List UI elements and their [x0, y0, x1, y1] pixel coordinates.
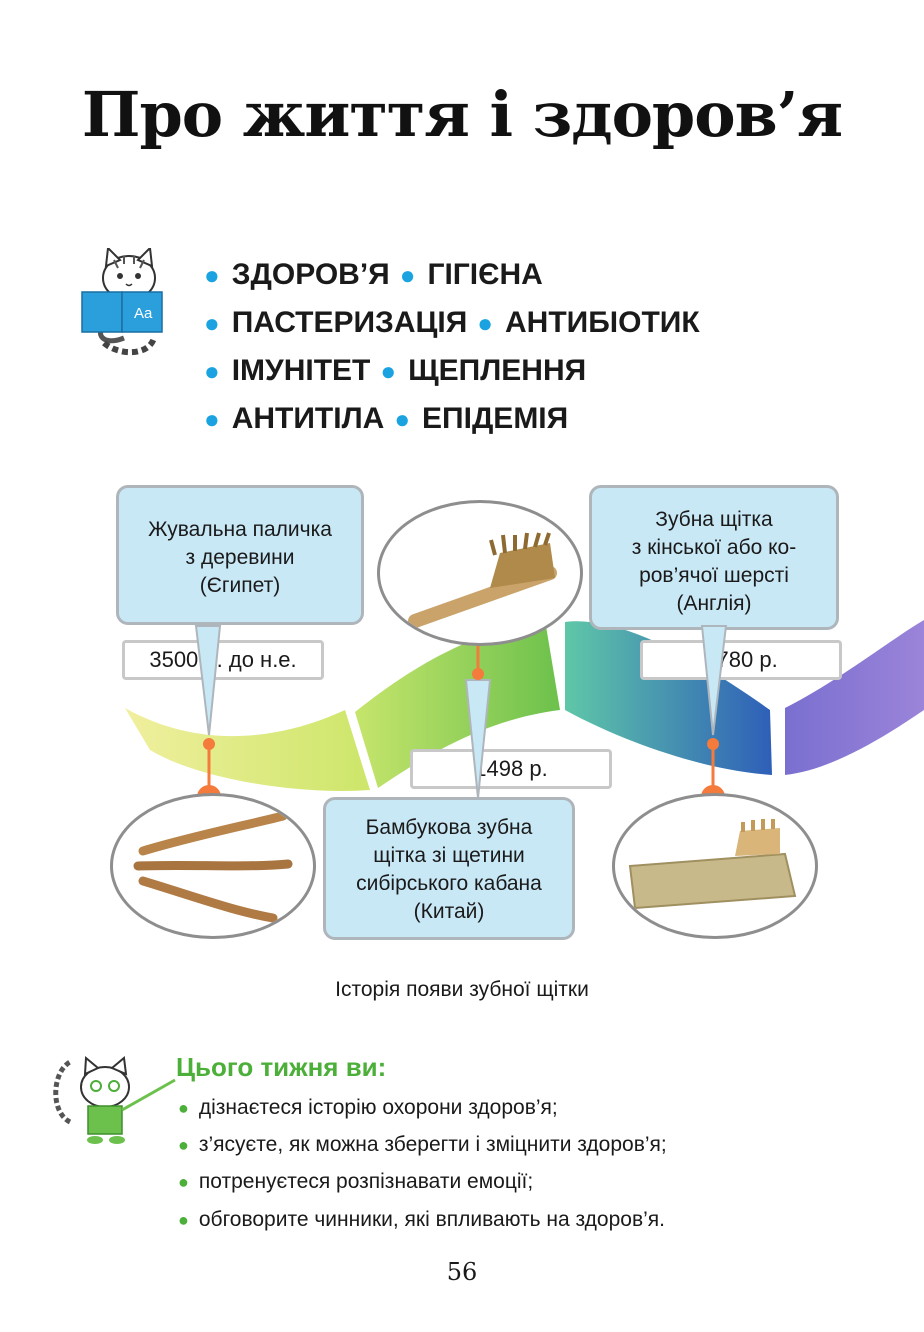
page-title: Про життя і здоров’я [81, 78, 843, 151]
timeline-event-box-egypt: Жувальна паличка з деревини (Єгипет) [116, 485, 364, 625]
bullet-icon: ● [178, 1135, 189, 1155]
bullet-icon: ● [178, 1210, 189, 1230]
event-text-line: з кінської або ко- [631, 536, 797, 559]
event-text-line: з деревини [185, 546, 295, 569]
week-goal-text: з’ясуєте, як можна зберегти і зміцнити з… [198, 1133, 667, 1156]
event-text-line: (Китай) [413, 900, 485, 923]
keyword: ЕПІДЕМІЯ [422, 402, 569, 435]
chewing-sticks-image [110, 793, 316, 939]
bullet-icon: ● [204, 260, 220, 290]
event-text-line: ров’ячої шерсті [639, 564, 789, 587]
week-title: Цього тижня ви: [176, 1052, 387, 1082]
event-text-line: щітка зі щетини [373, 844, 525, 867]
bullet-icon: ● [380, 356, 397, 386]
cat-reading-icon: Aa [81, 248, 163, 356]
bullet-icon: ● [204, 404, 220, 434]
bullet-icon: ● [477, 308, 494, 338]
bone-brush-image [612, 793, 818, 939]
week-goal-text: потренуєтеся розпізнавати емоції; [198, 1170, 534, 1193]
keyword: ПАСТЕРИЗАЦІЯ [231, 306, 468, 339]
cat-book-label: Aa [134, 305, 153, 322]
event-text-line: Жувальна паличка [148, 518, 332, 541]
keyword: ІМУНІТЕТ [231, 354, 371, 387]
timeline-wave [125, 620, 924, 791]
week-goal-text: обговорите чинники, які впливають на здо… [198, 1208, 665, 1231]
keyword-row: ● ПАСТЕРИЗАЦІЯ ● АНТИБІОТИК [204, 306, 710, 340]
cat-pointer-icon [53, 1055, 176, 1144]
keyword: ЩЕПЛЕННЯ [408, 354, 587, 387]
page-number: 56 [446, 1258, 478, 1286]
week-goal-item: ● обговорите чинники, які впливають на зд… [178, 1208, 665, 1232]
bamboo-brush-image [377, 500, 583, 646]
timeline-event-box-china: Бамбукова зубна щітка зі щетини сибірськ… [323, 797, 575, 940]
timeline-connectors [194, 621, 728, 809]
bullet-icon: ● [178, 1098, 189, 1118]
timeline-event-box-england: Зубна щітка з кінської або ко- ров’ячої … [589, 485, 839, 630]
timeline-date-1498: 1498 р. [410, 749, 612, 789]
week-goal-item: ● потренуєтеся розпізнавати емоції; [178, 1170, 533, 1194]
bullet-icon: ● [204, 308, 220, 338]
keyword: ГІГІЄНА [427, 258, 543, 291]
keyword: АНТИТІЛА [231, 402, 385, 435]
keyword: ЗДОРОВ’Я [231, 258, 390, 291]
event-text-line: Зубна щітка [655, 508, 773, 531]
keyword-row: ● АНТИТІЛА ● ЕПІДЕМІЯ [204, 402, 578, 436]
figure-caption: Історія появи зубної щітки [335, 978, 589, 1001]
week-goal-item: ● дізнаєтеся історію охорони здоров’я; [178, 1096, 558, 1120]
week-goal-item: ● з’ясуєте, як можна зберегти і зміцнити … [178, 1133, 667, 1157]
keyword-row: ● ІМУНІТЕТ ● ЩЕПЛЕННЯ [204, 354, 596, 388]
bullet-icon: ● [204, 356, 220, 386]
week-goal-text: дізнаєтеся історію охорони здоров’я; [198, 1096, 558, 1119]
event-text-line: (Англія) [676, 592, 752, 615]
bullet-icon: ● [399, 260, 416, 290]
keyword: АНТИБІОТИК [505, 306, 700, 339]
event-text-line: Бамбукова зубна [365, 816, 533, 839]
timeline-date-3500bc: 3500 р. до н.е. [122, 640, 324, 680]
keyword-row: ● ЗДОРОВ’Я ● ГІГІЄНА [204, 258, 553, 292]
event-text-line: сибірського кабана [356, 872, 542, 895]
bullet-icon: ● [394, 404, 411, 434]
bullet-icon: ● [178, 1172, 189, 1192]
event-text-line: (Єгипет) [199, 574, 281, 597]
